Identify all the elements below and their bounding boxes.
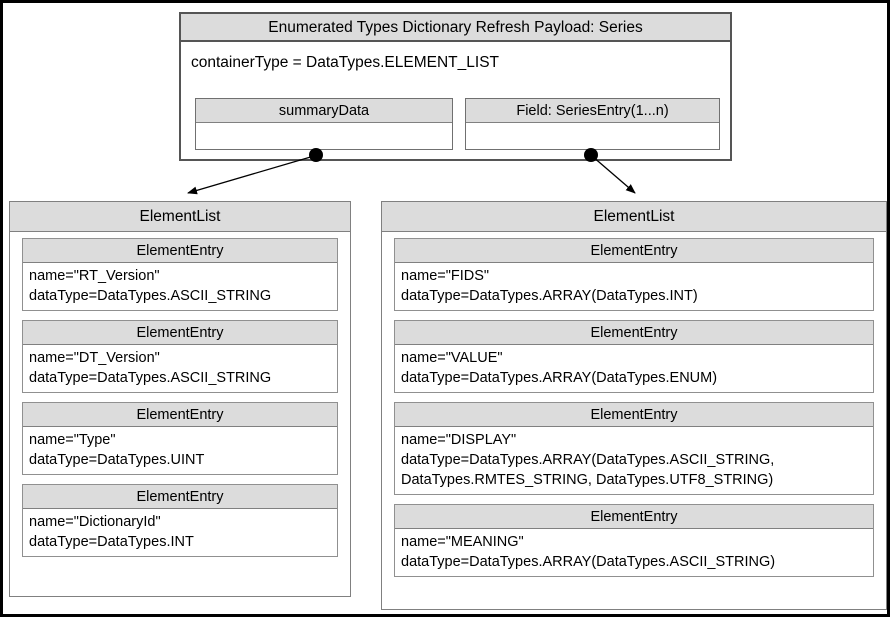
payload-title: Enumerated Types Dictionary Refresh Payl… [181, 14, 730, 42]
element-entry-header: ElementEntry [395, 505, 873, 529]
container-type-label: containerType = DataTypes.ELEMENT_LIST [191, 54, 499, 71]
right-element-list: ElementList ElementEntry name="FIDS" dat… [381, 201, 887, 610]
summary-data-box: summaryData [195, 98, 453, 150]
element-entry-body: name="FIDS" dataType=DataTypes.ARRAY(Dat… [401, 268, 698, 304]
element-entry-header: ElementEntry [395, 239, 873, 263]
element-entry: ElementEntry name="VALUE" dataType=DataT… [394, 320, 874, 393]
series-entry-body [466, 123, 719, 151]
series-entry-header: Field: SeriesEntry(1...n) [466, 99, 719, 123]
element-entry: ElementEntry name="DISPLAY" dataType=Dat… [394, 402, 874, 495]
element-entry-body: name="DISPLAY" dataType=DataTypes.ARRAY(… [401, 432, 775, 488]
element-entry-header: ElementEntry [395, 321, 873, 345]
element-entry-body: name="MEANING" dataType=DataTypes.ARRAY(… [401, 534, 776, 570]
series-entry-box: Field: SeriesEntry(1...n) [465, 98, 720, 150]
left-element-list: ElementList ElementEntry name="RT_Versio… [9, 201, 351, 597]
element-entry: ElementEntry name="RT_Version" dataType=… [22, 238, 338, 311]
element-entry-header: ElementEntry [23, 485, 337, 509]
element-entry-body: name="DT_Version" dataType=DataTypes.ASC… [29, 350, 272, 386]
left-element-list-title: ElementList [10, 202, 350, 232]
element-entry-body: name="VALUE" dataType=DataTypes.ARRAY(Da… [401, 350, 718, 386]
element-entry-header: ElementEntry [395, 403, 873, 427]
element-entry-body: name="RT_Version" dataType=DataTypes.ASC… [29, 268, 272, 304]
element-entry-header: ElementEntry [23, 321, 337, 345]
element-entry-header: ElementEntry [23, 239, 337, 263]
payload-box: Enumerated Types Dictionary Refresh Payl… [179, 12, 732, 161]
element-entry: ElementEntry name="FIDS" dataType=DataTy… [394, 238, 874, 311]
summary-data-header: summaryData [196, 99, 452, 123]
summary-data-body [196, 123, 452, 151]
left-element-list-entries: ElementEntry name="RT_Version" dataType=… [10, 232, 350, 557]
element-entry-body: name="Type" dataType=DataTypes.UINT [29, 432, 205, 468]
element-entry: ElementEntry name="DictionaryId" dataTyp… [22, 484, 338, 557]
element-entry: ElementEntry name="DT_Version" dataType=… [22, 320, 338, 393]
element-entry: ElementEntry name="MEANING" dataType=Dat… [394, 504, 874, 577]
element-entry-body: name="DictionaryId" dataType=DataTypes.I… [29, 514, 194, 550]
right-element-list-entries: ElementEntry name="FIDS" dataType=DataTy… [382, 232, 886, 577]
element-entry: ElementEntry name="Type" dataType=DataTy… [22, 402, 338, 475]
element-entry-header: ElementEntry [23, 403, 337, 427]
right-element-list-title: ElementList [382, 202, 886, 232]
